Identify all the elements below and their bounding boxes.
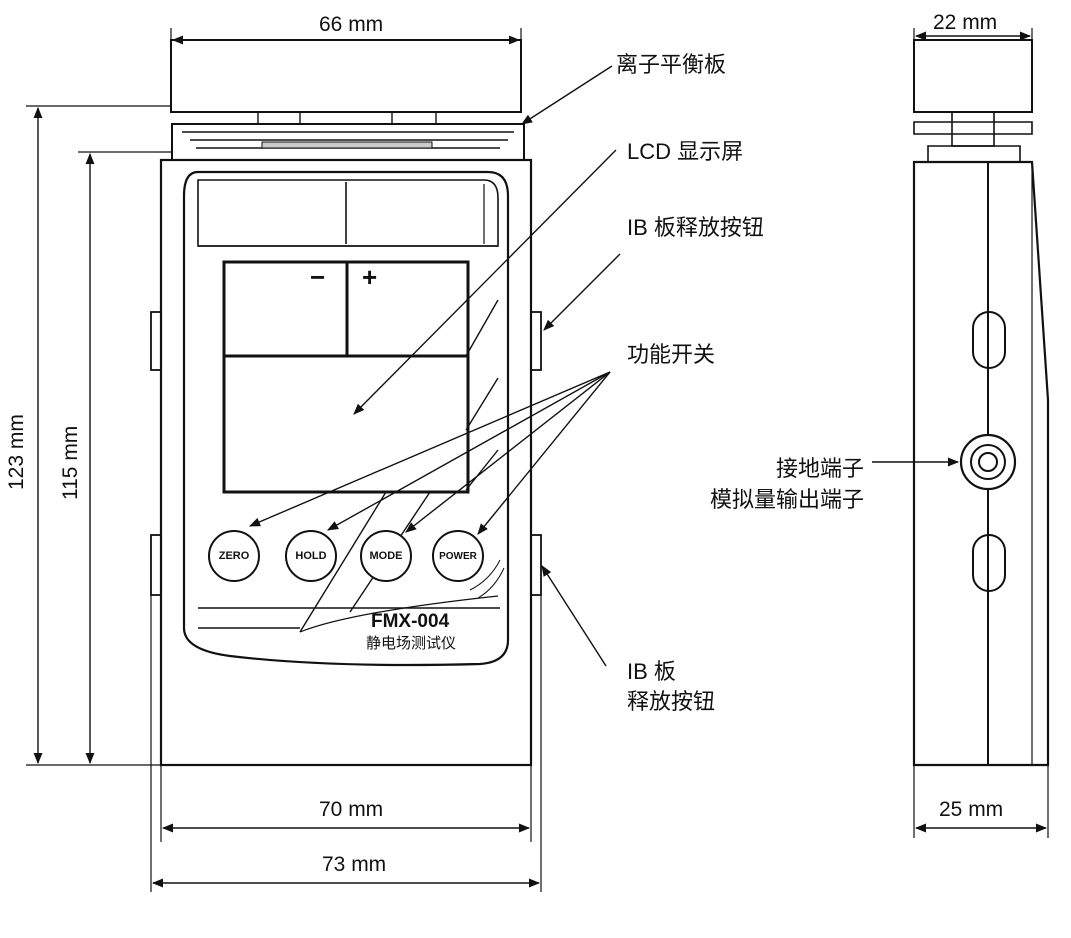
lcd-plus-key: + bbox=[362, 262, 378, 292]
leader-lcd bbox=[353, 149, 617, 415]
dim-label-66: 66 mm bbox=[319, 13, 384, 36]
model-name: FMX-004 bbox=[371, 611, 450, 632]
callout-release-button: 释放按钮 bbox=[627, 689, 716, 714]
callout-ib-plate: IB 板 bbox=[627, 659, 676, 684]
ion-balance-plate bbox=[170, 39, 522, 113]
leader-ib-top bbox=[543, 253, 621, 331]
dim-label-25: 25 mm bbox=[939, 798, 1004, 821]
dim-label-70: 70 mm bbox=[319, 798, 384, 821]
dim-label-115: 115 mm bbox=[59, 425, 82, 500]
callout-ion-plate: 离子平衡板 bbox=[616, 52, 727, 77]
leader-zero bbox=[248, 371, 611, 527]
side-body bbox=[912, 160, 1050, 767]
ib-release-button-bottom bbox=[530, 534, 542, 596]
callout-function-switch: 功能开关 bbox=[627, 342, 716, 367]
dim-label-123: 123 mm bbox=[5, 414, 28, 490]
leader-mode bbox=[405, 371, 611, 533]
side-button-top bbox=[972, 311, 1006, 369]
leader-power bbox=[477, 371, 611, 535]
callout-ground-terminal: 接地端子 bbox=[775, 456, 864, 481]
callout-lcd: LCD 显示屏 bbox=[627, 139, 744, 164]
leader-ib-bottom bbox=[541, 565, 607, 667]
hold-button: HOLD bbox=[285, 530, 337, 582]
model-subtitle: 静电场测试仪 bbox=[366, 635, 457, 652]
ground-terminal bbox=[959, 433, 1017, 491]
power-button: POWER bbox=[432, 530, 484, 582]
front-panel bbox=[182, 170, 510, 667]
lcd-minus-key: − bbox=[310, 262, 326, 292]
dim-label-73: 73 mm bbox=[322, 853, 387, 876]
mode-button: MODE bbox=[360, 530, 412, 582]
side-button-bottom bbox=[972, 534, 1006, 592]
callout-analog-output: 模拟量输出端子 bbox=[709, 487, 864, 512]
dim-label-22: 22 mm bbox=[933, 11, 998, 34]
leader-ion-plate bbox=[521, 65, 613, 125]
ib-release-button-top bbox=[530, 311, 542, 371]
side-ion-plate bbox=[913, 39, 1033, 113]
callout-ib-release-top: IB 板释放按钮 bbox=[627, 215, 764, 240]
leader-hold bbox=[327, 371, 611, 531]
zero-button: ZERO bbox=[208, 530, 260, 582]
